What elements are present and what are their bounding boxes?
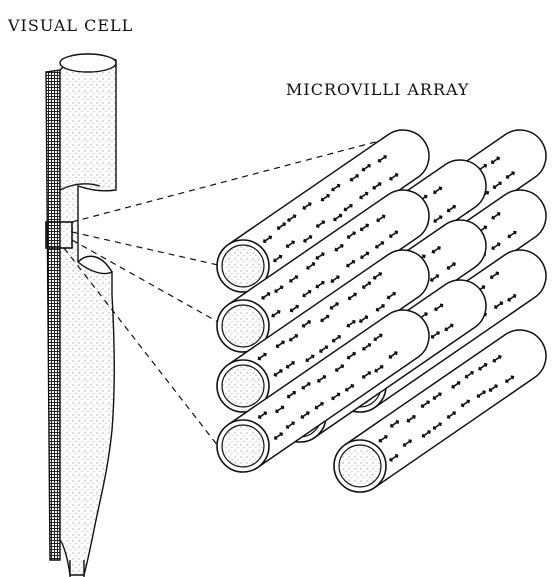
- projection-line: [72, 232, 218, 265]
- cell-nucleus: [84, 343, 108, 387]
- cell-top-cap: [60, 54, 116, 72]
- microvillus-face-inner: [222, 425, 264, 467]
- rhabdomere: [46, 70, 60, 560]
- cell-body-outline: [60, 56, 116, 575]
- microvillus-face-inner: [222, 365, 264, 407]
- microvillus-face-inner: [222, 245, 264, 287]
- microvillus-face-inner: [222, 305, 264, 347]
- visual-cell: [46, 54, 116, 577]
- microvillus-face-inner: [339, 445, 381, 487]
- microvilli-array: [217, 130, 546, 492]
